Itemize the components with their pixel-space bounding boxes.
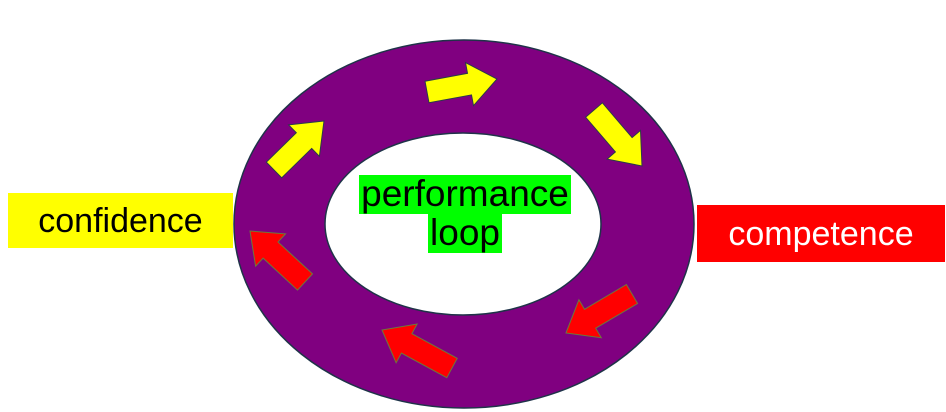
yellow-arrow-top-icon	[424, 61, 498, 107]
red-arrow-left-icon	[249, 230, 314, 291]
yellow-arrow-upper-right-icon	[584, 102, 643, 167]
arrows-layer	[249, 61, 643, 379]
competence-text: competence	[728, 214, 914, 253]
center-label-line-2: loop	[428, 211, 502, 253]
confidence-text: confidence	[38, 201, 203, 240]
center-label-line-1: performance	[359, 173, 571, 214]
yellow-arrow-upper-left-icon	[265, 120, 325, 179]
competence-label: competence	[697, 205, 945, 262]
red-arrow-bottom-icon	[381, 323, 458, 379]
performance-loop-label: performance loop	[350, 173, 580, 253]
confidence-label: confidence	[8, 193, 233, 248]
red-arrow-lower-right-icon	[565, 283, 639, 339]
